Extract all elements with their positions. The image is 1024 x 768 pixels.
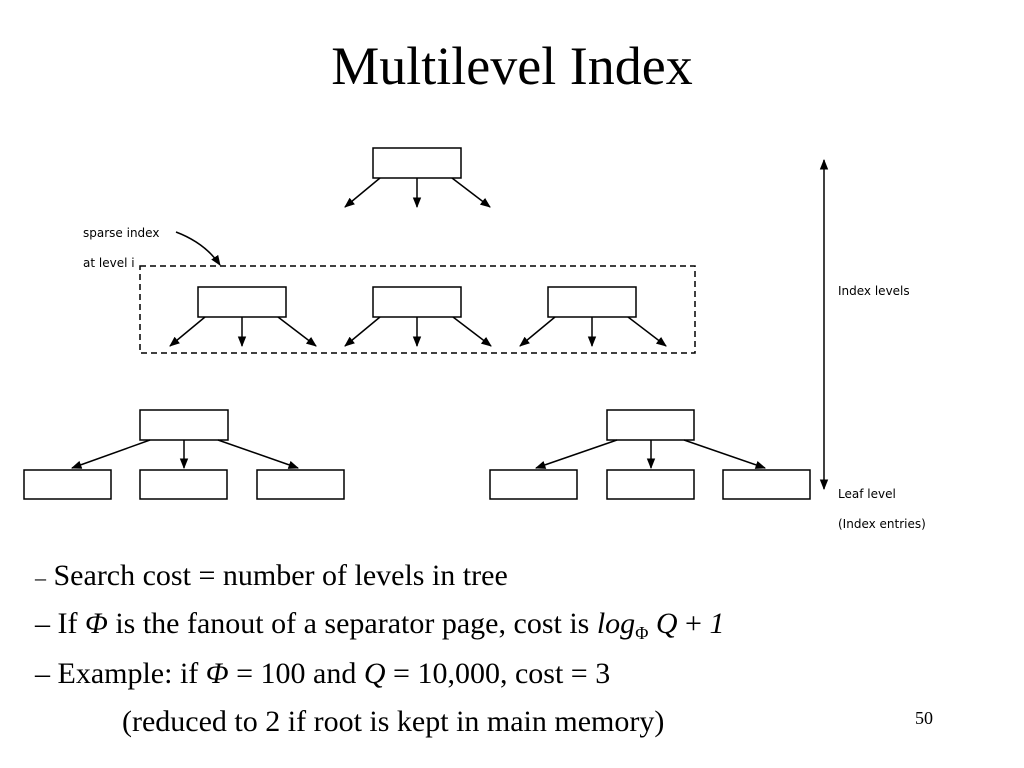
- bullet-4-text: (reduced to 2 if root is kept in main me…: [122, 705, 665, 738]
- q-symbol: Q: [655, 607, 678, 640]
- root-arrow-left: [344, 177, 381, 208]
- bullet-3: – Example: if Φ = 100 and Q = 10,000, co…: [35, 656, 610, 692]
- log-text: log: [596, 607, 636, 640]
- bullet-3-text-3: = 10,000, cost = 3: [393, 657, 611, 690]
- level-i-node-2: [372, 286, 462, 318]
- phi-symbol: Φ: [205, 657, 229, 690]
- bullet-2: – If Φ is the fanout of a separator page…: [35, 606, 724, 651]
- plus-symbol: +: [685, 607, 702, 640]
- leaf-node-4: [489, 469, 578, 500]
- leaf-node-6: [722, 469, 811, 500]
- lower-node-left: [139, 409, 229, 441]
- level-i-label: at level i: [83, 256, 135, 270]
- bullet-3-text-2: = 100 and: [236, 657, 357, 690]
- leaf-node-1: [23, 469, 112, 500]
- bullet-4: (reduced to 2 if root is kept in main me…: [122, 704, 664, 740]
- level-i-node-1: [197, 286, 287, 318]
- one-symbol: 1: [709, 607, 725, 640]
- sparse-index-box: [139, 265, 696, 354]
- leaf-node-3: [256, 469, 345, 500]
- page-number: 50: [915, 708, 933, 728]
- slide-title: Multilevel Index: [331, 36, 693, 96]
- root-arrow-right: [451, 177, 491, 208]
- bullet-1-text: Search cost = number of levels in tree: [53, 559, 508, 592]
- lower-node-right: [606, 409, 695, 441]
- root-node: [372, 147, 462, 179]
- q-symbol: Q: [363, 657, 386, 690]
- leaf-node-2: [139, 469, 228, 500]
- log-subscript: Φ: [635, 623, 649, 643]
- level-i-node-3: [547, 286, 637, 318]
- bullet-2-text: is the fanout of a separator page, cost …: [115, 607, 590, 640]
- multilevel-index-diagram: sparse index at level i Index levels Lea…: [23, 147, 926, 531]
- index-entries-label: (Index entries): [838, 517, 926, 531]
- bullet-3-text-1: Example: if: [57, 657, 199, 690]
- index-levels-label: Index levels: [838, 284, 910, 298]
- leaf-level-label: Leaf level: [838, 487, 896, 501]
- bullet-dash: –: [35, 565, 46, 590]
- leaf-node-5: [606, 469, 695, 500]
- sparse-index-label: sparse index: [83, 226, 159, 240]
- sparse-index-pointer: [175, 231, 221, 266]
- bullet-2-if: If: [57, 607, 78, 640]
- phi-symbol: Φ: [84, 607, 108, 640]
- bullet-dash: –: [35, 607, 50, 640]
- bullet-1: – Search cost = number of levels in tree: [35, 558, 508, 596]
- bullet-dash: –: [35, 657, 50, 690]
